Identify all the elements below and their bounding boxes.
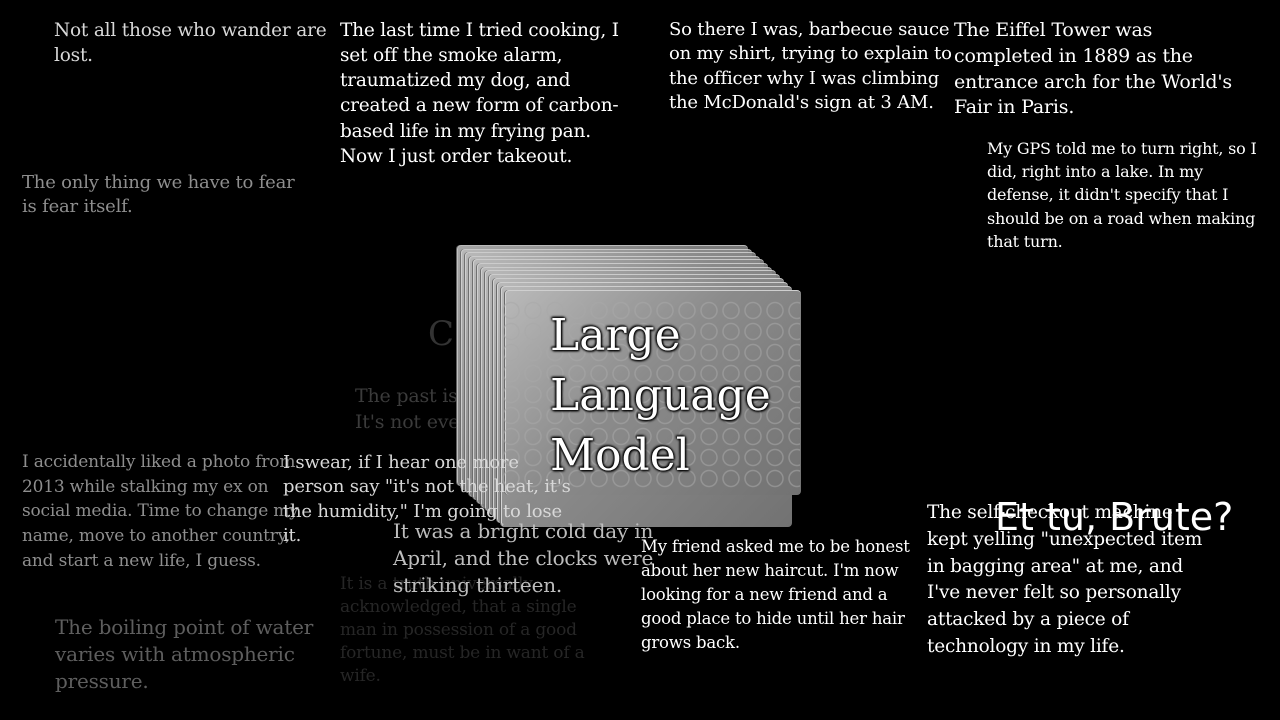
snippet-fear-itself: The only thing we have to fear is fear i… — [22, 172, 295, 218]
title-line-model: Model — [550, 430, 690, 481]
snippet-new-haircut: My friend asked me to be honest about he… — [641, 537, 910, 652]
snippet-gps-lake: My GPS told me to turn right, so I did, … — [987, 139, 1257, 251]
ghost-title: C — [428, 314, 455, 354]
snippet-not-all-who-wander: Not all those who wander are lost. — [54, 20, 327, 67]
snippet-last-time-cooking: The last time I tried cooking, I set off… — [340, 20, 619, 167]
snippet-eiffel-tower: The Eiffel Tower was completed in 1889 a… — [954, 19, 1232, 119]
snippet-barbecue-sauce: So there I was, barbecue sauce on my shi… — [669, 19, 952, 114]
title-line-large: Large — [550, 310, 681, 361]
title-line-language: Language — [550, 370, 771, 421]
snippet-boiling-point: The boiling point of water varies with a… — [55, 615, 314, 694]
large-language-model-title: Large Language Model — [550, 306, 771, 486]
snippet-self-checkout: The self-checkout machine kept yelling "… — [927, 502, 1203, 658]
snippet-bright-cold-day: It was a bright cold day in April, and t… — [393, 519, 654, 598]
snippet-truth-universally: It is a truth universally acknowledged, … — [340, 574, 585, 687]
model-circle-pattern — [500, 300, 800, 490]
snippet-liked-photo: I accidentally liked a photo from 2013 w… — [22, 452, 299, 571]
snippet-et-tu-brute: Et tu, Brute? — [995, 495, 1234, 539]
snippet-heat-humidity: I swear, if I hear one more person say "… — [283, 452, 571, 547]
